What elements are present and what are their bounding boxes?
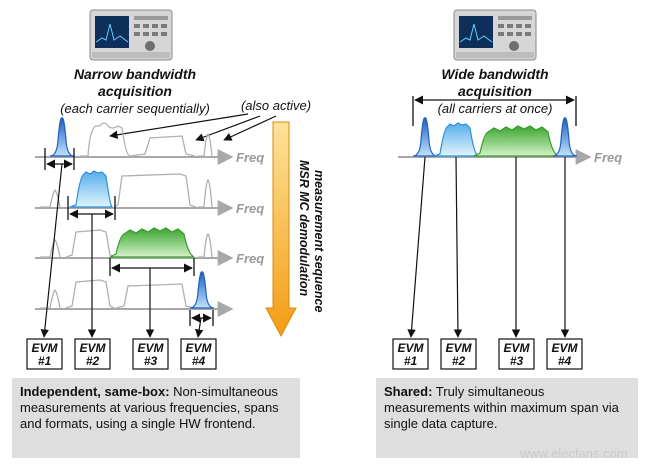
evm-pointers-left bbox=[40, 163, 204, 338]
spectrum-wide bbox=[398, 117, 592, 165]
right-title-line2: acquisition bbox=[458, 83, 532, 99]
left-caption-bold: Independent, same-box: bbox=[20, 384, 170, 399]
also-active-pointers bbox=[109, 113, 277, 142]
spectrum-row-2 bbox=[35, 170, 234, 220]
left-title-line1: Narrow bandwidth bbox=[74, 66, 196, 82]
spectrum-row-4 bbox=[35, 271, 234, 326]
spectrum-row-1 bbox=[35, 117, 234, 170]
freq-label-right: Freq bbox=[594, 150, 622, 165]
span-arrow-right bbox=[412, 95, 577, 126]
evm-box-right-4-line1: EVM bbox=[551, 341, 578, 355]
also-active-label: (also active) bbox=[241, 98, 311, 113]
evm-box-right-3: EVM #3 bbox=[498, 338, 535, 370]
evm-box-left-2-line2: #2 bbox=[86, 354, 100, 368]
evm-box-left-4-line2: #4 bbox=[192, 354, 206, 368]
spectrum-row-3 bbox=[35, 227, 234, 276]
evm-box-right-1-line2: #1 bbox=[404, 354, 418, 368]
evm-box-left-2: EVM #2 bbox=[74, 338, 111, 370]
freq-label-left-3: Freq bbox=[236, 251, 264, 266]
evm-box-left-3-line1: EVM bbox=[137, 341, 164, 355]
evm-box-right-1-line1: EVM bbox=[397, 341, 424, 355]
freq-label-left-1: Freq bbox=[236, 150, 264, 165]
evm-box-left-3: EVM #3 bbox=[132, 338, 169, 370]
evm-box-left-1-line1: EVM bbox=[31, 341, 58, 355]
evm-box-left-3-line2: #3 bbox=[144, 354, 158, 368]
right-caption-bold: Shared: bbox=[384, 384, 433, 399]
evm-box-right-2-line2: #2 bbox=[452, 354, 466, 368]
vertical-label-line2: measurement sequence bbox=[312, 170, 326, 312]
vertical-sequence-label: MSR MC demodulation measurement sequence bbox=[297, 160, 326, 312]
watermark: www.elecfans.com bbox=[520, 446, 628, 461]
evm-pointers-right bbox=[407, 156, 570, 338]
sequence-down-arrow bbox=[265, 121, 297, 338]
right-subtitle: (all carriers at once) bbox=[438, 101, 553, 116]
evm-box-right-4-line2: #4 bbox=[558, 354, 572, 368]
evm-box-left-4-line1: EVM bbox=[185, 341, 212, 355]
spectrum-analyzer-icon-left bbox=[89, 9, 173, 61]
evm-box-left-2-line1: EVM bbox=[79, 341, 106, 355]
right-caption-text: Truly simultaneous measurements within m… bbox=[384, 384, 619, 431]
evm-box-right-3-line2: #3 bbox=[510, 354, 524, 368]
right-caption: Shared: Truly simultaneous measurements … bbox=[376, 378, 638, 458]
evm-box-right-3-line1: EVM bbox=[503, 341, 530, 355]
evm-box-right-2-line1: EVM bbox=[445, 341, 472, 355]
spectrum-analyzer-icon-right bbox=[453, 9, 537, 61]
freq-label-left-2: Freq bbox=[236, 201, 264, 216]
right-title-line1: Wide bandwidth bbox=[441, 66, 548, 82]
evm-box-left-1-line2: #1 bbox=[38, 354, 52, 368]
evm-box-right-4: EVM #4 bbox=[546, 338, 583, 370]
evm-box-left-4: EVM #4 bbox=[180, 338, 217, 370]
evm-box-left-1: EVM #1 bbox=[26, 338, 63, 370]
evm-box-right-2: EVM #2 bbox=[440, 338, 477, 370]
left-subtitle: (each carrier sequentially) bbox=[60, 101, 210, 116]
left-caption: Independent, same-box: Non-simultaneous … bbox=[12, 378, 300, 458]
evm-box-right-1: EVM #1 bbox=[392, 338, 429, 370]
left-caption-text: Non-simultaneous measurements at various… bbox=[20, 384, 279, 431]
vertical-label-line1: MSR MC demodulation bbox=[297, 160, 311, 296]
left-title-line2: acquisition bbox=[98, 83, 172, 99]
